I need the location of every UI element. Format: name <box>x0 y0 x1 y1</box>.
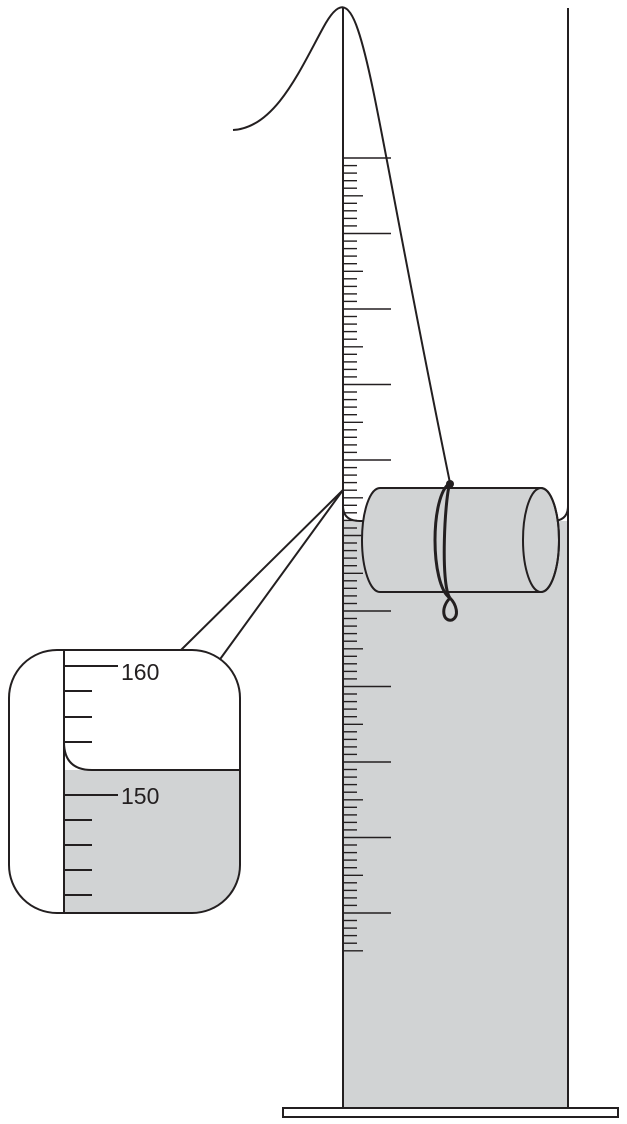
solid-object <box>361 487 560 593</box>
string-knot <box>446 480 454 488</box>
magnifier-label-160: 160 <box>121 659 159 685</box>
magnifier-ticks <box>64 665 118 896</box>
magnifier-inset: 160 150 <box>8 649 241 914</box>
cylinder-base <box>282 1107 619 1118</box>
string-loop <box>433 481 458 622</box>
magnifier-liquid <box>64 770 240 913</box>
string <box>232 6 451 484</box>
magnifier-pointer <box>180 489 344 663</box>
magnifier-meniscus <box>63 741 240 771</box>
cylinder-scale-ticks <box>343 157 391 952</box>
magnifier-label-150: 150 <box>121 783 159 809</box>
